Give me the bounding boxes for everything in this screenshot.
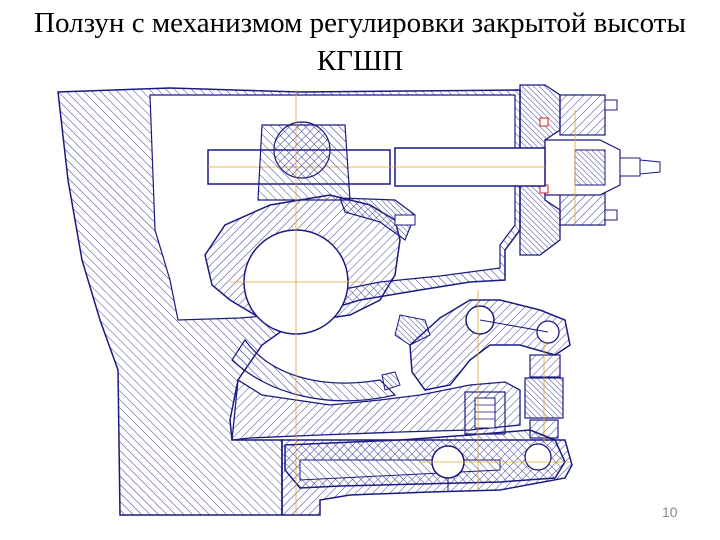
eccentric-connecting-rod [204,194,416,335]
worm-boss [257,121,351,201]
axis-lines [230,90,576,515]
cylinder-insert [464,391,506,435]
lever-wedge [381,299,571,391]
slide-title: Ползун с механизмом регулировки закрытой… [0,4,720,80]
spring-link [524,340,564,450]
guide-segment [231,338,397,402]
slide-page-number: 10 [662,504,678,520]
adjustment-drive-housing [519,84,661,256]
slide-title-line-2: КГШП [316,45,404,77]
slide-title-line-1: Ползун с механизмом регулировки закрытой… [34,7,686,39]
